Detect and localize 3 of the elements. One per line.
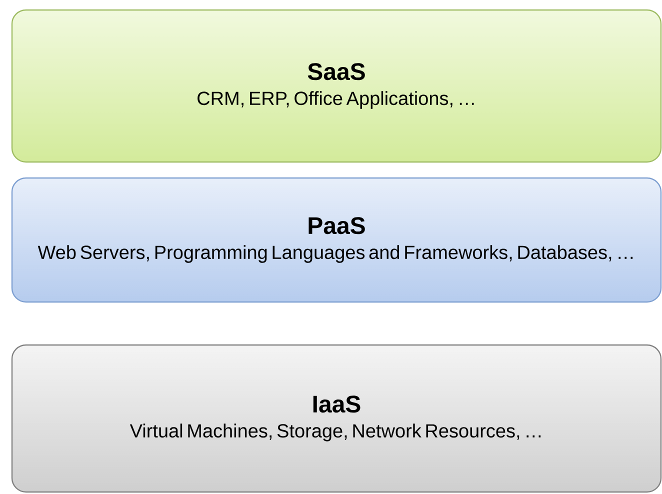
layer-box: PaaS Web Servers, Programming Languages and Frameworks, Databases, … — [11, 177, 662, 303]
layer-box: IaaS Virtual Machines, Storage, Network Resources, … — [11, 344, 662, 493]
layer-box: SaaS CRM, ERP, Office Applications, … — [11, 9, 662, 163]
